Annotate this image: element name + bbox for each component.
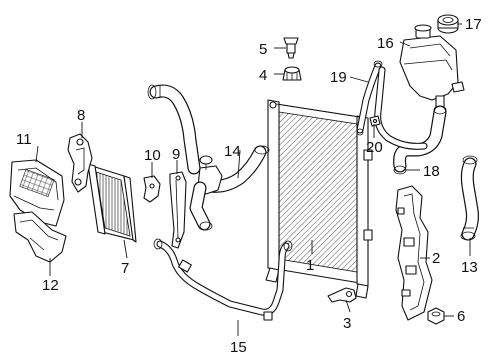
coolant-hose-junction — [189, 145, 270, 231]
clip-20 — [369, 115, 381, 127]
tank-cap — [437, 14, 459, 34]
small-bracket — [327, 287, 357, 303]
callout-17: 17 — [465, 16, 482, 33]
lower-deflector — [13, 211, 67, 263]
leader-lines — [35, 23, 471, 336]
callout-11: 11 — [16, 131, 32, 148]
callout-14: 14 — [224, 143, 241, 160]
callout-18: 18 — [423, 163, 440, 180]
callout-19: 19 — [330, 69, 347, 86]
hose-13 — [460, 155, 479, 241]
callout-12: 12 — [42, 277, 59, 294]
lower-line — [153, 238, 293, 321]
callout-4: 4 — [259, 67, 267, 84]
callout-6: 6 — [457, 308, 465, 325]
cap-nut — [282, 66, 302, 81]
nut — [427, 307, 445, 325]
callout-5: 5 — [259, 41, 267, 58]
bolt-clip — [283, 37, 299, 59]
callout-8: 8 — [77, 107, 85, 124]
callout-15: 15 — [230, 339, 247, 356]
expansion-tank — [399, 24, 465, 109]
vent-line — [356, 60, 428, 150]
callout-9: 9 — [172, 146, 180, 163]
side-bracket — [395, 185, 433, 321]
callout-10: 10 — [144, 147, 161, 164]
radiator — [265, 99, 373, 299]
callout-2: 2 — [432, 250, 440, 267]
callout-7: 7 — [121, 260, 129, 277]
bracket-plate — [67, 133, 93, 193]
bracket-9 — [169, 171, 187, 249]
callout-13: 13 — [461, 259, 478, 276]
bracket-10 — [143, 175, 161, 203]
air-duct — [9, 159, 65, 227]
callout-16: 16 — [377, 35, 394, 52]
callout-3: 3 — [343, 315, 351, 332]
callout-1: 1 — [306, 257, 314, 274]
aux-cooler — [87, 163, 137, 243]
upper-hose — [147, 84, 201, 175]
callout-20: 20 — [366, 139, 383, 156]
